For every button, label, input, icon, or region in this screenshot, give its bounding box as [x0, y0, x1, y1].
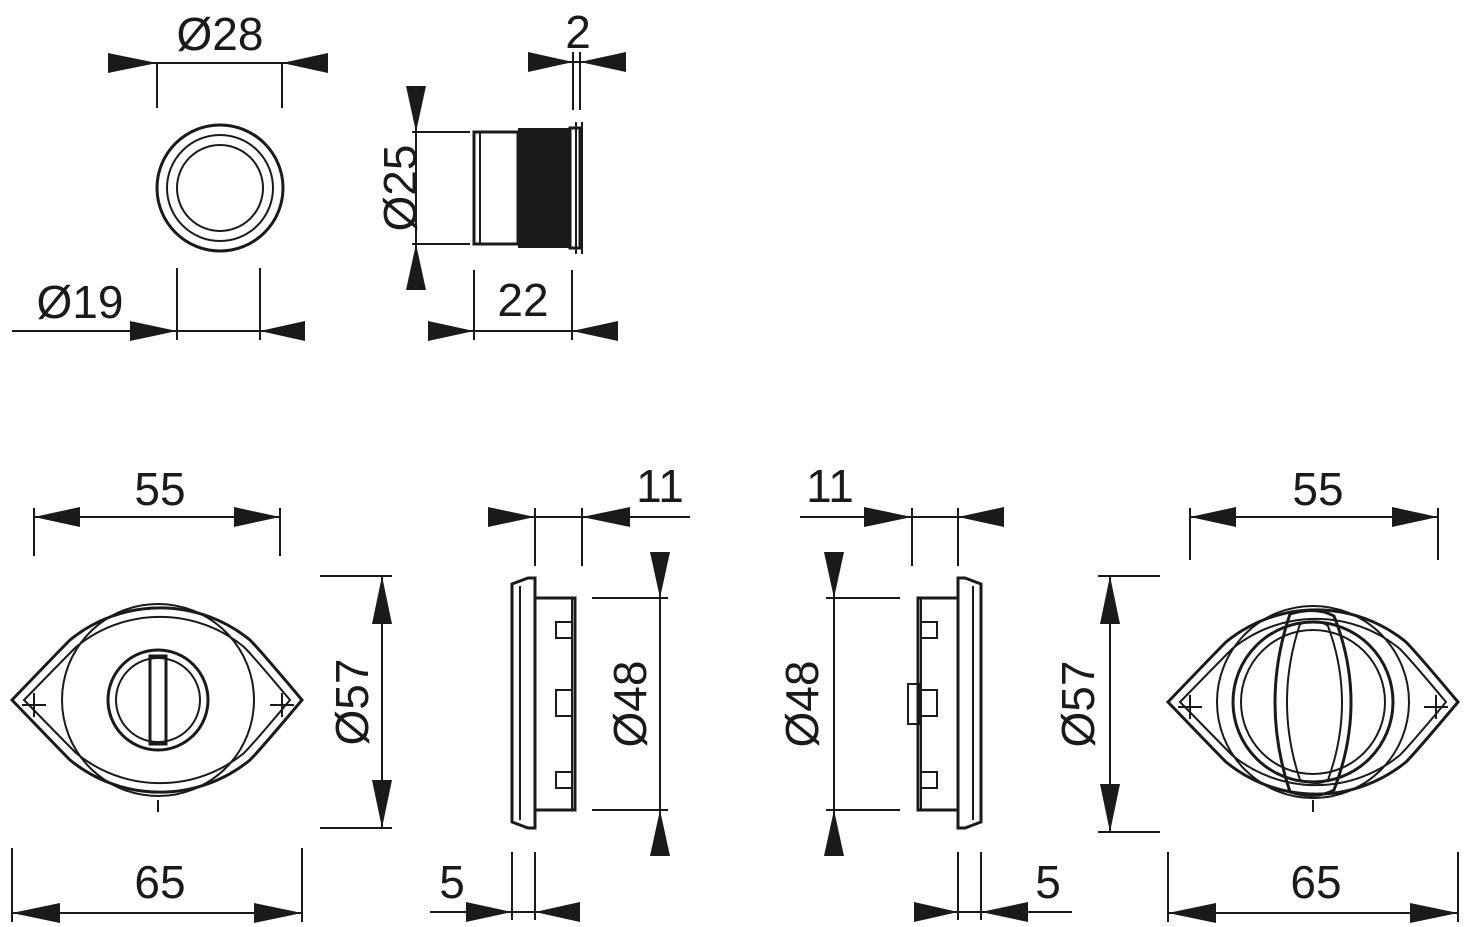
label-depth-left: 11 — [636, 460, 684, 512]
label-depth-right: 11 — [806, 460, 854, 512]
label-cylinder-diameter: Ø25 — [374, 145, 426, 232]
dim-inner-diameter-left: Ø48 — [592, 552, 670, 856]
dim-hole-spacing-left: 55 — [33, 463, 281, 556]
label-rose-diameter-right: Ø57 — [1052, 661, 1104, 748]
label-inner-diameter-left: Ø48 — [604, 661, 656, 748]
rose-front-left — [9, 603, 304, 812]
label-rose-diameter-left: Ø57 — [326, 659, 378, 746]
label-width-left: 65 — [134, 856, 185, 908]
dim-cylinder-diameter: Ø25 — [374, 86, 470, 290]
label-width-right: 65 — [1290, 856, 1341, 908]
label-hole-spacing-right: 55 — [1292, 463, 1343, 515]
label-flange-thickness: 2 — [565, 6, 591, 58]
knob-front-view — [155, 123, 285, 253]
rose-side-left — [510, 576, 577, 830]
dim-plate-left: 5 — [430, 852, 580, 922]
dim-rose-diameter-left: Ø57 — [320, 575, 392, 829]
rose-side-right — [907, 576, 983, 830]
dim-rose-diameter-right: Ø57 — [1052, 575, 1160, 833]
dim-hole-spacing-right: 55 — [1189, 463, 1439, 560]
label-plate-left: 5 — [439, 856, 465, 908]
dim-cylinder-length: 22 — [428, 270, 618, 341]
dim-depth-left: 11 — [488, 460, 690, 566]
label-plate-right: 5 — [1035, 856, 1061, 908]
rose-front-right — [1165, 605, 1460, 812]
label-knob-inner: Ø19 — [37, 276, 124, 328]
label-cylinder-length: 22 — [497, 274, 548, 326]
dim-flange-thickness: 2 — [528, 6, 626, 110]
dim-plate-right: 5 — [914, 852, 1072, 922]
dim-width-left: 65 — [11, 848, 303, 923]
dim-knob-inner: Ø19 — [12, 268, 305, 341]
cylinder-side-view — [472, 122, 583, 254]
dim-depth-right: 11 — [800, 460, 1004, 566]
dim-knob-outer: Ø28 — [108, 8, 328, 108]
label-hole-spacing-left: 55 — [134, 463, 185, 515]
dim-width-right: 65 — [1167, 852, 1459, 923]
label-inner-diameter-right: Ø48 — [776, 661, 828, 748]
label-knob-outer: Ø28 — [177, 8, 264, 60]
dim-inner-diameter-right: Ø48 — [776, 552, 900, 856]
